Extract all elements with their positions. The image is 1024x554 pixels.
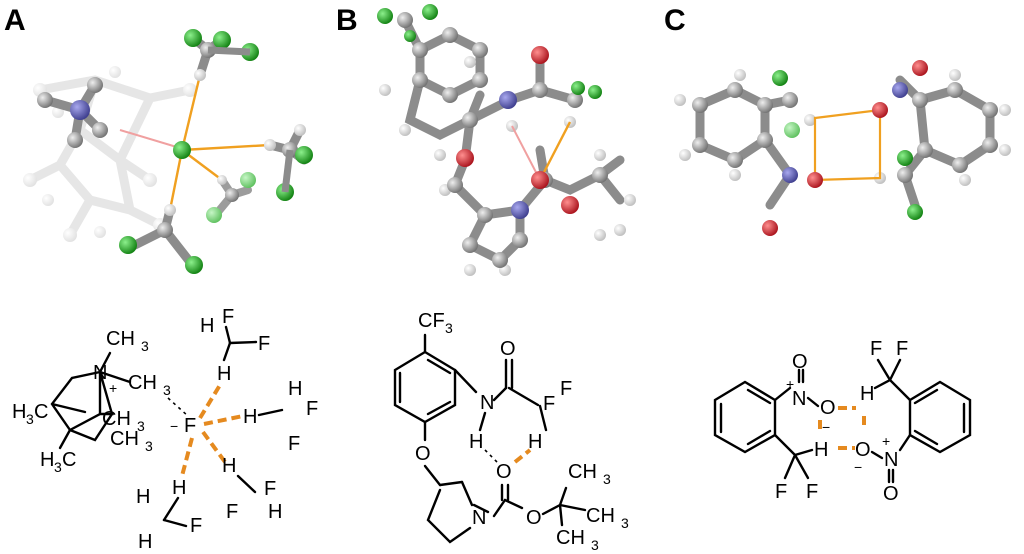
b-f1: F xyxy=(543,393,555,415)
c-n-left-charge: + xyxy=(786,376,794,392)
c-n-left: N xyxy=(792,388,806,410)
c-o-left-top: O xyxy=(792,351,808,373)
a-ch3-low-sub: 3 xyxy=(145,438,153,454)
b-h-n: H xyxy=(469,431,483,453)
b-o-ether: O xyxy=(415,443,431,465)
b-ch3-2-sub: 3 xyxy=(621,515,629,531)
structure-2d-a: CH 3 N + CH 3 H 3 C CH 3 CH 3 H 3 C F − … xyxy=(12,306,318,553)
b-o-ester: O xyxy=(496,461,512,483)
structure-2d-c: N + O O − H F F H F F N + O − O xyxy=(713,338,972,505)
c-f-right1: F xyxy=(870,338,882,360)
model-3d-a xyxy=(23,29,313,274)
c-o-right-bottom: O xyxy=(883,483,899,505)
panel-letter-a: A xyxy=(4,4,26,37)
a-f3: F xyxy=(226,501,238,523)
b-ch3-3-sub: 3 xyxy=(591,537,599,553)
a-h3c-bottom-sub: 3 xyxy=(54,459,62,475)
a-f1: F xyxy=(222,306,234,328)
a-ch3-right: CH xyxy=(128,372,157,394)
panel-letter-c: C xyxy=(664,4,686,37)
model-3d-c xyxy=(674,60,1011,236)
a-ch3-top: CH xyxy=(106,328,135,350)
b-h-cf2: H xyxy=(528,431,542,453)
c-o-left-charge: − xyxy=(822,419,830,435)
a-h4: H xyxy=(172,477,186,499)
a-h3c-bottom-c: C xyxy=(62,449,76,471)
a-f2: F xyxy=(306,398,318,420)
b-ch3-1: CH xyxy=(568,461,597,483)
a-h3c-left-c: C xyxy=(34,401,48,423)
c-h-left: H xyxy=(814,439,828,461)
c-n-right: N xyxy=(884,449,898,471)
a-n-atom: N xyxy=(93,362,107,384)
a-f3b: F xyxy=(264,478,276,500)
a-ch3-right-sub: 3 xyxy=(163,382,171,398)
panel-letter-b: B xyxy=(336,4,358,37)
a-h3c-left: H xyxy=(12,401,26,423)
a-f2b: F xyxy=(288,433,300,455)
c-n-right-charge: + xyxy=(882,433,890,449)
b-cf3-sub: 3 xyxy=(445,320,453,336)
model-3d-b xyxy=(377,4,636,276)
a-ch3-mid: CH xyxy=(102,408,131,430)
a-n-charge: + xyxy=(109,380,117,396)
c-o-right: O xyxy=(855,439,871,461)
a-h1b: H xyxy=(200,315,214,337)
a-f4: F xyxy=(190,515,202,537)
b-o-carbonyl: O xyxy=(500,338,516,360)
a-ch3-top-sub: 3 xyxy=(141,338,149,354)
b-n-pyrrolidine: N xyxy=(472,507,486,529)
b-o-tbu: O xyxy=(526,507,542,529)
a-h4c: H xyxy=(138,531,152,553)
a-h2: H xyxy=(243,406,257,428)
c-o-right-charge: − xyxy=(854,459,862,475)
a-fluoride: F xyxy=(184,415,196,437)
a-h3c-left-sub: 3 xyxy=(26,411,34,427)
a-ch3-mid-sub: 3 xyxy=(137,418,145,434)
a-f1b: F xyxy=(258,333,270,355)
c-o-left: O xyxy=(820,397,836,419)
c-h-right: H xyxy=(860,383,874,405)
b-n-amide: N xyxy=(480,392,494,414)
b-ch3-3: CH xyxy=(556,527,585,549)
c-f-left2: F xyxy=(806,481,818,503)
a-fluoride-charge: − xyxy=(170,418,178,434)
a-h4b: H xyxy=(136,486,150,508)
b-cf3: CF xyxy=(418,310,445,332)
a-h3: H xyxy=(222,455,236,477)
c-f-right2: F xyxy=(896,338,908,360)
a-ch3-low: CH xyxy=(110,428,139,450)
c-f-left1: F xyxy=(775,481,787,503)
b-ch3-1-sub: 3 xyxy=(603,471,611,487)
a-h1: H xyxy=(217,363,231,385)
a-h3b: H xyxy=(268,501,282,523)
a-h3c-bottom: H xyxy=(40,449,54,471)
b-f2: F xyxy=(560,378,572,400)
b-ch3-2: CH xyxy=(586,505,615,527)
structure-2d-b: CF 3 N O F F H H O O N O CH xyxy=(393,310,629,553)
a-h2b: H xyxy=(288,378,302,400)
